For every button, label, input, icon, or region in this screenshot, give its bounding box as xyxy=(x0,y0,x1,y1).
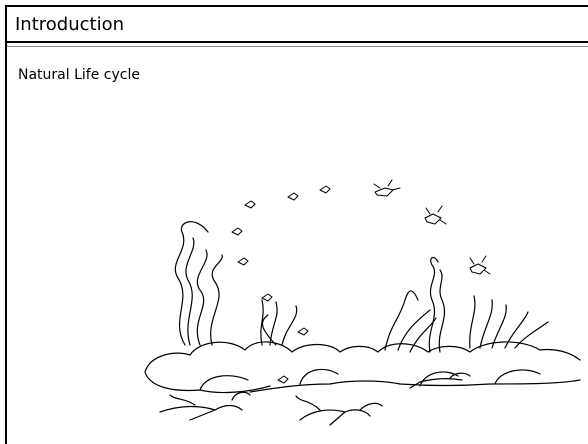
seaweed-middle xyxy=(385,291,436,352)
seaweed-right-tall xyxy=(429,258,444,352)
seaweed-mid-left xyxy=(261,300,297,345)
crayfish-adult-center xyxy=(296,396,382,425)
seaweed-far-right xyxy=(470,296,548,348)
crayfish-adult-left xyxy=(160,392,250,420)
seaweed-left xyxy=(175,222,208,345)
rocks xyxy=(145,342,580,393)
seaweed-left-2 xyxy=(197,250,222,345)
crayfish-juveniles xyxy=(232,180,490,383)
